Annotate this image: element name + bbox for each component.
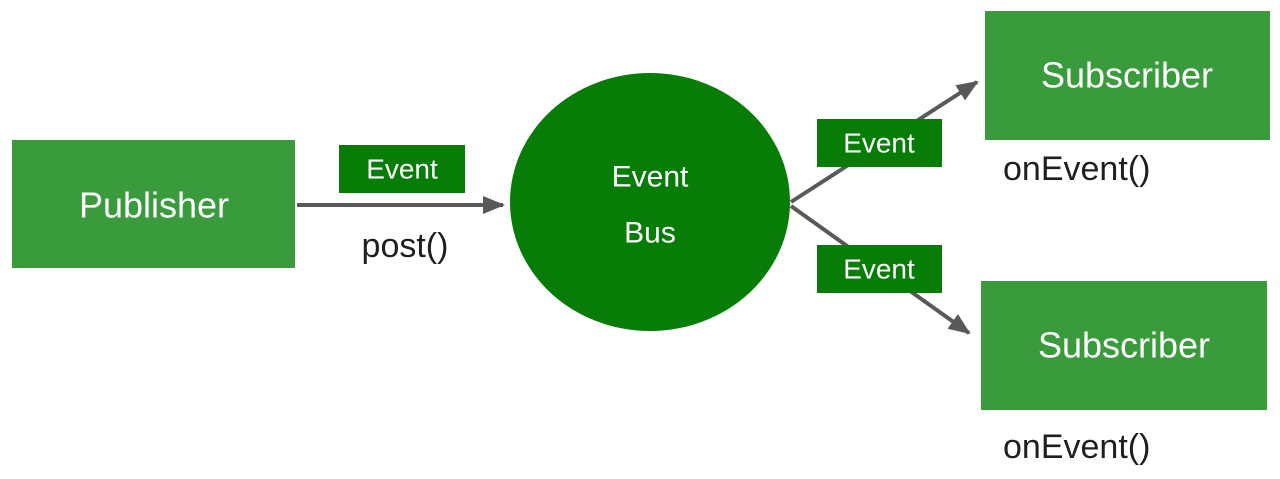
event-badge-top-right (817, 119, 942, 167)
event-bus-node (510, 73, 790, 331)
post-method-label: post() (362, 227, 449, 265)
subscriber-node-top (985, 11, 1270, 140)
onevent-method-label-bottom: onEvent() (1003, 428, 1150, 466)
subscriber-node-bottom (981, 281, 1267, 410)
publisher-label: Publisher (79, 185, 229, 226)
subscriber-label-top: Subscriber (1041, 55, 1213, 96)
event-badge-left-label: Event (366, 154, 438, 185)
event-bus-label-line1: Event (612, 161, 689, 194)
event-bus-label-line2: Bus (624, 217, 676, 250)
publisher-node (12, 140, 295, 268)
event-badge-left (339, 145, 465, 193)
subscriber-label-bottom: Subscriber (1038, 325, 1210, 366)
event-badge-top-right-label: Event (843, 128, 915, 159)
event-badge-bottom-right-label: Event (843, 254, 915, 285)
event-badge-bottom-right (817, 245, 942, 293)
onevent-method-label-top: onEvent() (1003, 150, 1150, 188)
